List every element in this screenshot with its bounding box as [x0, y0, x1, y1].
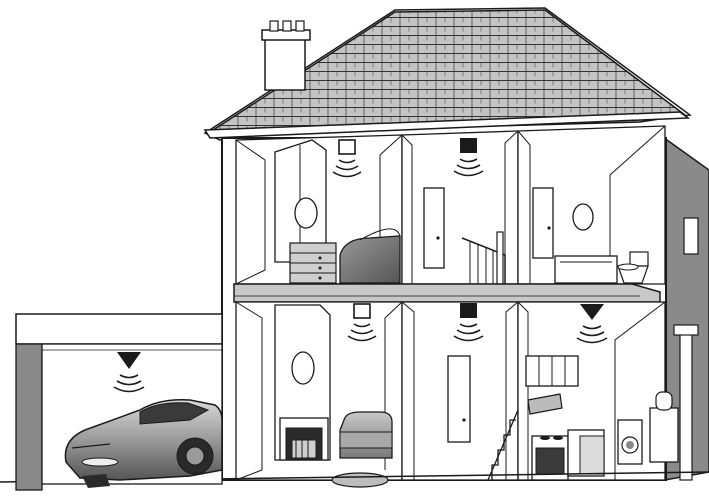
boiler — [649, 391, 679, 463]
floor-slab — [233, 283, 661, 303]
ground-floor — [235, 301, 679, 488]
cooker — [527, 393, 569, 481]
toilet — [617, 251, 649, 284]
upper-floor — [235, 125, 666, 285]
detector-living-room — [347, 303, 377, 342]
chimney — [261, 20, 311, 91]
chest-of-drawers — [289, 242, 337, 284]
bathtub — [554, 255, 618, 284]
roof — [203, 7, 692, 141]
fireplace — [279, 417, 329, 461]
bed — [339, 228, 401, 284]
detector-hallway — [453, 303, 484, 342]
wall-cabinets — [525, 355, 579, 387]
washing-machine — [617, 419, 643, 465]
side-wall — [659, 133, 709, 481]
detector-upstairs-landing — [453, 138, 484, 177]
detector-upstairs-bedroom — [332, 139, 362, 178]
car — [64, 398, 223, 488]
detector-garage — [113, 352, 145, 393]
detector-kitchen — [576, 304, 608, 344]
staircase — [487, 409, 519, 481]
sofa — [339, 411, 393, 459]
